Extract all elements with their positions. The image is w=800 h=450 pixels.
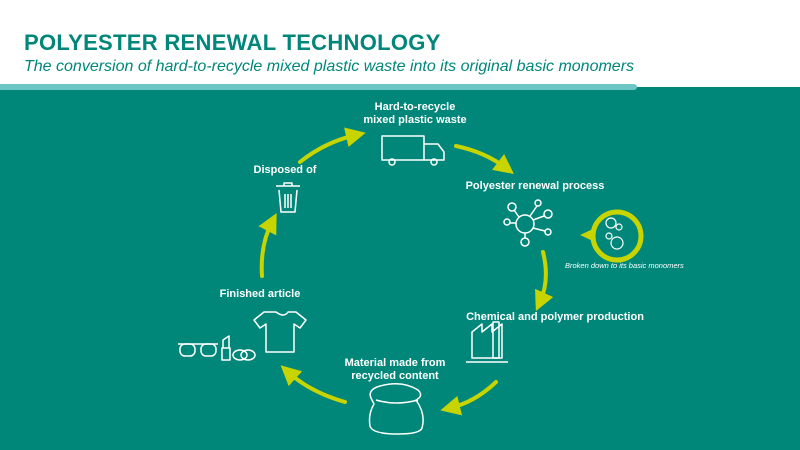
label-line: mixed plastic waste xyxy=(363,114,467,126)
step-label-finished: Finished article xyxy=(219,288,301,300)
header-stripe xyxy=(0,84,637,90)
cycle-arrow xyxy=(454,144,514,175)
label-line: Material made from xyxy=(344,357,446,369)
label-line: Hard-to-recycle xyxy=(374,101,456,113)
monomer-callout xyxy=(580,209,644,263)
molecule-icon xyxy=(503,199,553,247)
cycle-arrow xyxy=(298,127,366,164)
cycle-arrow xyxy=(258,213,277,278)
step-label-disposed: Disposed of xyxy=(253,164,317,176)
tshirt-icon xyxy=(253,311,307,353)
label-line: recycled content xyxy=(351,370,439,382)
diagram-panel xyxy=(0,87,800,450)
lipstick-icon xyxy=(221,335,231,361)
sunglasses-icon xyxy=(178,343,218,357)
rings-icon xyxy=(232,349,256,361)
callout-note: Broken down to its basic monomers xyxy=(565,261,684,270)
monomers-icon xyxy=(605,217,624,250)
cycle-arrow xyxy=(535,250,554,312)
cycle-arrow xyxy=(440,380,498,416)
page-title: POLYESTER RENEWAL TECHNOLOGY xyxy=(24,30,441,55)
cycle-arrow xyxy=(280,365,347,404)
truck-icon xyxy=(381,135,445,166)
trash-bin-icon xyxy=(276,182,300,213)
sack-icon xyxy=(368,383,424,435)
page-subtitle: The conversion of hard-to-recycle mixed … xyxy=(24,58,635,75)
step-label-chemical: Chemical and polymer production xyxy=(466,311,644,323)
factory-icon xyxy=(466,321,508,363)
step-label-process: Polyester renewal process xyxy=(465,180,605,192)
